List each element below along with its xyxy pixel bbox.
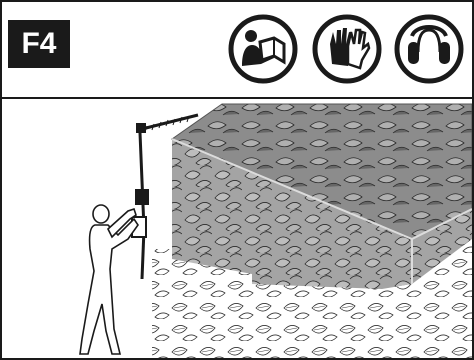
hedge-trimming-illustration <box>2 99 472 358</box>
wear-ear-protection-icon <box>394 14 464 84</box>
read-manual-icon <box>228 14 298 84</box>
wear-gloves-icon <box>312 14 382 84</box>
panel-header: F4 <box>2 2 472 99</box>
step-label: F4 <box>8 20 70 68</box>
